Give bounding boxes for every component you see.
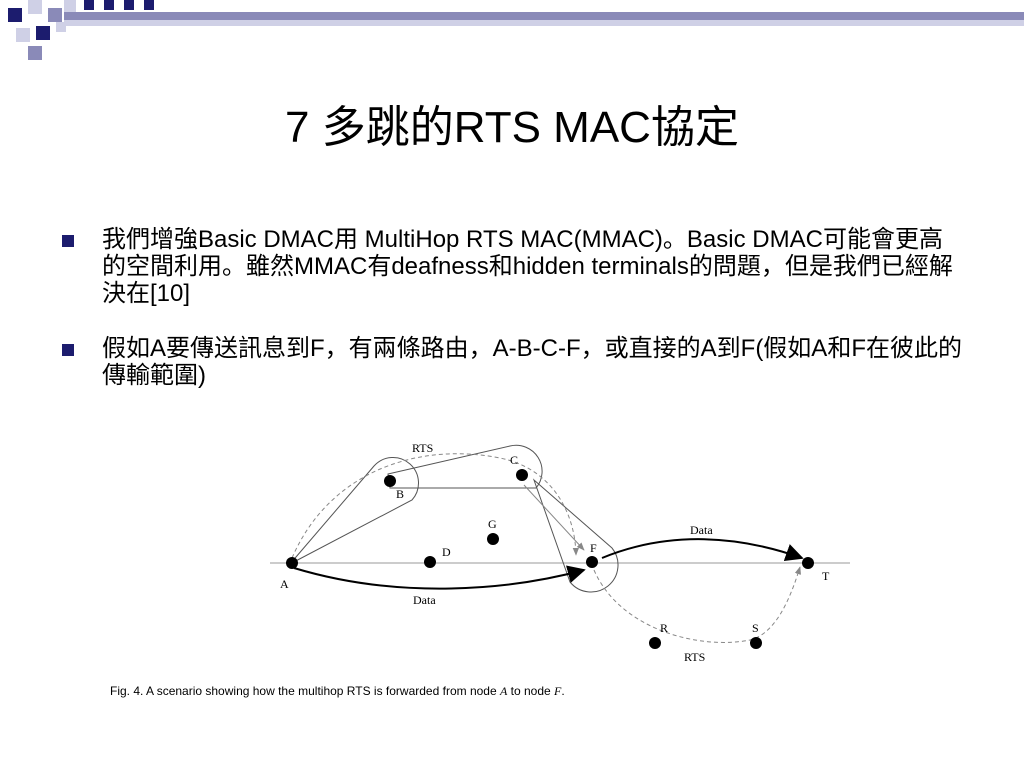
node-label-g: G [488, 517, 497, 531]
caption-prefix: Fig. 4. A scenario showing how the multi… [110, 684, 500, 698]
rts-arrow-cf [523, 484, 585, 551]
deco-bar [64, 20, 1024, 26]
deco-square [28, 0, 42, 14]
edge-label-rts-bottom: RTS [684, 650, 705, 664]
data-arrow-af [293, 565, 586, 590]
deco-square [48, 8, 62, 22]
bullet-list: 我們增強Basic DMAC用 MultiHop RTS MAC(MMAC)。B… [62, 226, 962, 417]
node-label-r: R [660, 621, 668, 635]
deco-square [104, 0, 114, 10]
node-label-s: S [752, 621, 759, 635]
range-outline-cf [532, 478, 619, 593]
rts-path-top [291, 453, 580, 559]
deco-square [36, 26, 50, 40]
deco-square [64, 0, 76, 12]
bullet-square-icon [62, 235, 74, 247]
node-g [487, 533, 499, 545]
bullet-text: 我們增強Basic DMAC用 MultiHop RTS MAC(MMAC)。B… [102, 226, 953, 307]
deco-square [144, 0, 154, 10]
node-label-t: T [822, 569, 830, 583]
deco-square [124, 0, 134, 10]
node-d [424, 556, 436, 568]
bullet-square-icon [62, 344, 74, 356]
node-c [516, 469, 528, 481]
node-t [802, 557, 814, 569]
node-label-a: A [280, 577, 289, 591]
rts-path-bottom [593, 566, 801, 643]
node-s [750, 637, 762, 649]
deco-square [16, 28, 30, 42]
node-label-d: D [442, 545, 451, 559]
deco-bar [64, 12, 1024, 20]
deco-square [8, 8, 22, 22]
caption-node-f: F [554, 684, 562, 698]
node-label-b: B [396, 487, 404, 501]
bullet-item: 假如A要傳送訊息到F，有兩條路由，A-B-C-F，或直接的A到F(假如A和F在彼… [62, 335, 962, 389]
data-arrow-ft [601, 538, 804, 562]
node-label-c: C [510, 453, 518, 467]
bullet-text: 假如A要傳送訊息到F，有兩條路由，A-B-C-F，或直接的A到F(假如A和F在彼… [102, 335, 962, 389]
node-b [384, 475, 396, 487]
bullet-item: 我們增強Basic DMAC用 MultiHop RTS MAC(MMAC)。B… [62, 226, 962, 307]
figure-caption: Fig. 4. A scenario showing how the multi… [110, 684, 565, 698]
node-label-f: F [590, 541, 597, 555]
deco-square [28, 46, 42, 60]
deco-square [56, 22, 66, 32]
range-outline-ab [289, 457, 419, 565]
range-outline-bc [387, 444, 543, 489]
edge-label-data-top: Data [690, 523, 713, 537]
header-decoration [0, 0, 1024, 60]
edge-label-rts-top: RTS [412, 441, 433, 455]
caption-mid: to node [507, 684, 555, 698]
node-a [286, 557, 298, 569]
caption-suffix: . [561, 684, 565, 698]
caption-node-a: A [499, 684, 508, 698]
node-r [649, 637, 661, 649]
slide-title: 7 多跳的RTS MAC協定 [285, 103, 739, 152]
deco-square [84, 0, 94, 10]
edge-label-data-bottom: Data [413, 593, 436, 607]
node-f [586, 556, 598, 568]
multihop-rts-diagram: A B C D G F R S T RTS RTS Data Data [270, 441, 850, 664]
